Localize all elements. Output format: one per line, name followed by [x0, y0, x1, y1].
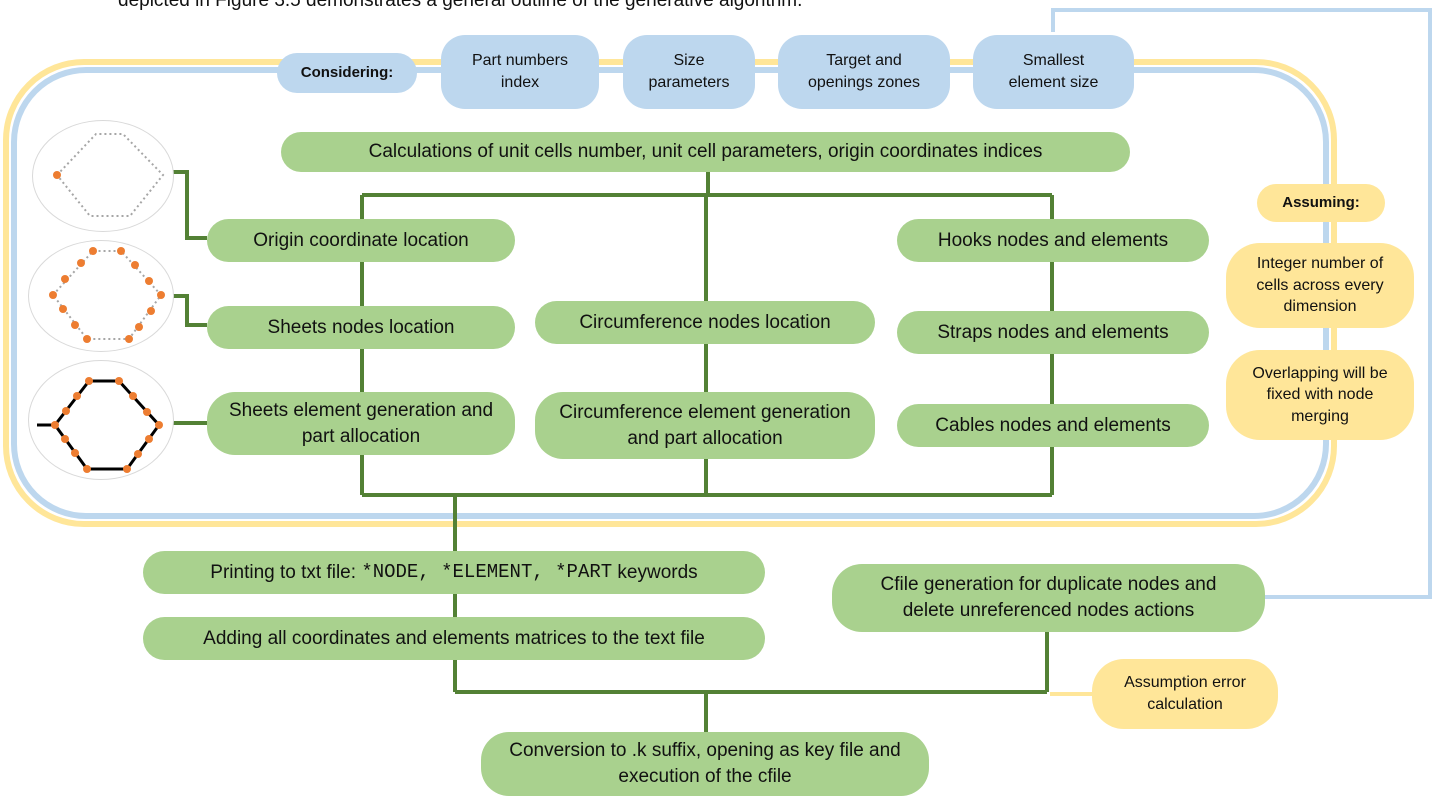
hooks-box: Hooks nodes and elements	[897, 219, 1209, 262]
printing-box: Printing to txt file: *NODE, *ELEMENT, *…	[143, 551, 765, 594]
adding-box: Adding all coordinates and elements matr…	[143, 617, 765, 660]
assuming-overlapping: Overlapping will be fixed with node merg…	[1226, 350, 1414, 440]
circumference-nodes-box: Circumference nodes location	[535, 301, 875, 344]
intro-text: depicted in Figure 3.5 demonstrates a ge…	[118, 0, 803, 11]
assuming-integer-cells: Integer number of cells across every dim…	[1226, 243, 1414, 328]
cables-box: Cables nodes and elements	[897, 404, 1209, 447]
origin-coordinate-box: Origin coordinate location	[207, 219, 515, 262]
assumption-error-box: Assumption error calculation	[1092, 659, 1278, 729]
cfile-box: Cfile generation for duplicate nodes and…	[832, 564, 1265, 632]
considering-size-parameters: Size parameters	[623, 35, 755, 109]
considering-label: Considering:	[277, 53, 417, 93]
considering-smallest-element: Smallest element size	[973, 35, 1134, 109]
inset-connector-1	[168, 170, 207, 240]
circumference-element-box: Circumference element generation and par…	[535, 392, 875, 459]
sheets-element-box: Sheets element generation and part alloc…	[207, 392, 515, 455]
printing-keywords: *NODE, *ELEMENT, *PART	[361, 560, 613, 583]
assuming-label: Assuming:	[1257, 184, 1385, 222]
sheets-element-inset-illustration	[28, 360, 174, 480]
feedback-line	[1051, 8, 1432, 599]
calc-box: Calculations of unit cells number, unit …	[281, 132, 1130, 172]
sheets-nodes-box: Sheets nodes location	[207, 306, 515, 349]
inset-connector-2	[172, 294, 207, 327]
conversion-box: Conversion to .k suffix, opening as key …	[481, 732, 929, 796]
sheets-nodes-inset-illustration	[28, 240, 174, 352]
considering-target-zones: Target and openings zones	[778, 35, 950, 109]
straps-box: Straps nodes and elements	[897, 311, 1209, 354]
considering-part-numbers: Part numbers index	[441, 35, 599, 109]
origin-inset-illustration	[32, 120, 174, 232]
